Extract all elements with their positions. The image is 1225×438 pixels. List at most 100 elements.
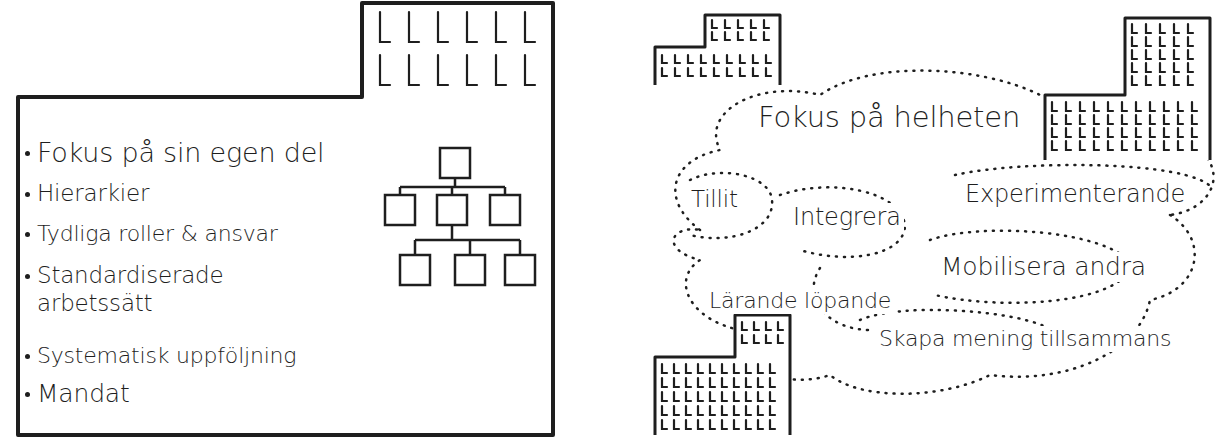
window-mark bbox=[1122, 128, 1127, 137]
window-mark bbox=[701, 68, 706, 76]
window-mark bbox=[710, 364, 715, 373]
window-mark bbox=[1146, 24, 1151, 33]
window-mark bbox=[1160, 37, 1165, 46]
keyword: Fokus på helheten bbox=[755, 100, 1023, 135]
window-mark bbox=[758, 420, 763, 429]
window-mark bbox=[1160, 63, 1165, 72]
window-mark bbox=[1094, 115, 1099, 124]
window-mark bbox=[467, 55, 477, 85]
window-mark bbox=[738, 20, 743, 28]
keyword: Tillit bbox=[688, 186, 741, 214]
window-mark bbox=[1080, 141, 1085, 150]
window-mark bbox=[1052, 102, 1057, 111]
bullet-dot bbox=[25, 192, 30, 197]
window-mark bbox=[1132, 63, 1137, 72]
window-mark bbox=[770, 406, 775, 415]
window-mark bbox=[754, 322, 759, 330]
window-mark bbox=[742, 322, 747, 330]
window-mark bbox=[758, 406, 763, 415]
window-marks bbox=[380, 12, 1197, 429]
window-mark bbox=[778, 322, 783, 330]
window-mark bbox=[725, 32, 730, 40]
window-mark bbox=[674, 378, 679, 387]
window-mark bbox=[746, 392, 751, 401]
window-mark bbox=[1108, 115, 1113, 124]
window-mark bbox=[1122, 141, 1127, 150]
window-mark bbox=[409, 12, 419, 42]
window-mark bbox=[380, 12, 390, 42]
window-mark bbox=[710, 406, 715, 415]
window-mark bbox=[1136, 128, 1141, 137]
window-mark bbox=[1174, 50, 1179, 59]
window-mark bbox=[1178, 102, 1183, 111]
bullet-dot bbox=[25, 274, 30, 279]
window-mark bbox=[751, 32, 756, 40]
window-mark bbox=[380, 55, 390, 85]
window-mark bbox=[1066, 141, 1071, 150]
window-mark bbox=[496, 12, 506, 42]
window-mark bbox=[742, 335, 747, 343]
window-mark bbox=[734, 392, 739, 401]
window-mark bbox=[722, 392, 727, 401]
window-mark bbox=[1174, 76, 1179, 85]
window-mark bbox=[766, 55, 771, 63]
window-mark bbox=[1174, 37, 1179, 46]
window-mark bbox=[740, 68, 745, 76]
window-mark bbox=[674, 392, 679, 401]
building-outline bbox=[18, 3, 553, 435]
window-mark bbox=[1174, 24, 1179, 33]
list-item: Fokus på sin egen del bbox=[34, 137, 327, 169]
window-mark bbox=[1108, 141, 1113, 150]
window-mark bbox=[766, 68, 771, 76]
window-mark bbox=[712, 32, 717, 40]
window-mark bbox=[766, 335, 771, 343]
window-mark bbox=[698, 364, 703, 373]
window-mark bbox=[409, 55, 419, 85]
keyword: Skapa mening tillsammans bbox=[876, 326, 1174, 352]
window-mark bbox=[1132, 50, 1137, 59]
city-buildings bbox=[655, 15, 1210, 435]
keyword: Integrera bbox=[790, 203, 904, 232]
building-block: Fokus på sin egen delHierarkierTydliga r… bbox=[18, 3, 553, 435]
window-mark bbox=[754, 335, 759, 343]
window-mark bbox=[1178, 128, 1183, 137]
window-mark bbox=[734, 420, 739, 429]
window-mark bbox=[698, 392, 703, 401]
window-mark bbox=[525, 12, 535, 42]
window-mark bbox=[438, 55, 448, 85]
list-item: Standardiserade arbetssätt bbox=[34, 262, 315, 317]
window-mark bbox=[674, 406, 679, 415]
window-mark bbox=[1192, 115, 1197, 124]
bullet-dot bbox=[25, 151, 30, 156]
window-mark bbox=[686, 378, 691, 387]
window-mark bbox=[753, 55, 758, 63]
window-mark bbox=[746, 378, 751, 387]
list-item: Systematisk uppföljning bbox=[34, 343, 299, 369]
window-mark bbox=[1052, 115, 1057, 124]
window-mark bbox=[722, 378, 727, 387]
window-mark bbox=[764, 20, 769, 28]
window-mark bbox=[662, 406, 667, 415]
keyword: Lärande löpande bbox=[706, 288, 894, 314]
window-mark bbox=[1188, 76, 1193, 85]
window-mark bbox=[675, 55, 680, 63]
cloud-block: Fokus på helhetenTillitIntegrera Experime… bbox=[600, 0, 1225, 438]
keyword: Experimenterande bbox=[962, 180, 1188, 209]
window-mark bbox=[1132, 76, 1137, 85]
window-mark bbox=[662, 420, 667, 429]
bullet-dot bbox=[25, 354, 30, 359]
window-mark bbox=[770, 364, 775, 373]
window-mark bbox=[438, 12, 448, 42]
window-mark bbox=[674, 364, 679, 373]
window-mark bbox=[734, 406, 739, 415]
window-mark bbox=[746, 420, 751, 429]
window-mark bbox=[1094, 128, 1099, 137]
window-mark bbox=[1136, 102, 1141, 111]
window-mark bbox=[1150, 115, 1155, 124]
window-mark bbox=[758, 364, 763, 373]
window-mark bbox=[758, 392, 763, 401]
window-mark bbox=[686, 392, 691, 401]
window-mark bbox=[710, 392, 715, 401]
window-mark bbox=[1108, 102, 1113, 111]
